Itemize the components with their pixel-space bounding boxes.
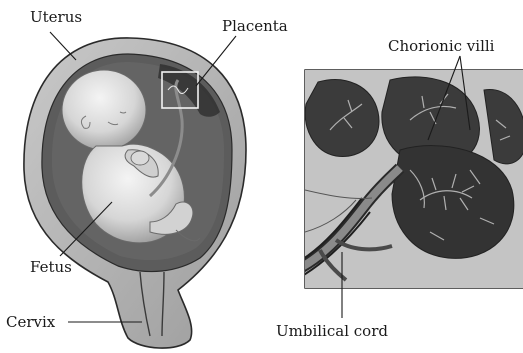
uterus-leader [50,32,76,60]
placenta-label: Placenta [222,17,288,35]
chorionic-villi-inset [298,70,523,288]
umbilical-cord-label: Umbilical cord [276,322,388,340]
fetus-label: Fetus [30,258,72,276]
fetus-head [62,70,146,150]
uterus-label: Uterus [30,8,82,26]
chorionic-villi-label: Chorionic villi [388,37,495,55]
uterus-illustration [24,38,246,348]
cervix-label: Cervix [6,313,56,331]
